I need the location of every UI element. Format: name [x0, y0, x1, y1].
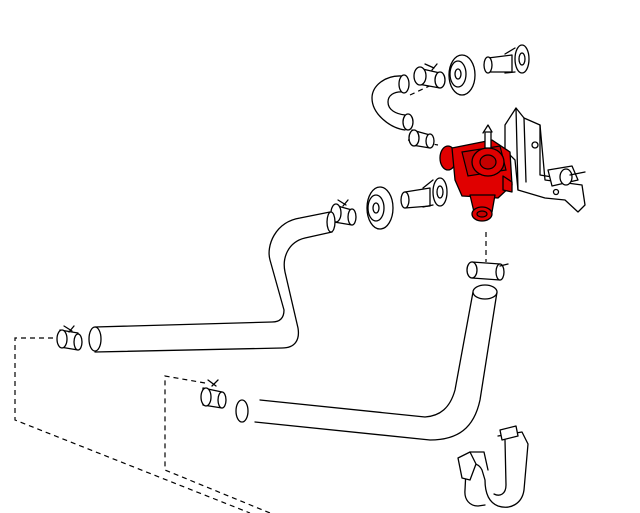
- lower-hose: [235, 284, 498, 441]
- hose-clamp-upper: [413, 63, 446, 89]
- hose-clamp-bottom: [200, 379, 227, 409]
- grommet-mid: [366, 186, 394, 230]
- hose-clamp-mid: [408, 129, 435, 149]
- mounting-bracket: [504, 107, 586, 213]
- grommet-upper: [448, 54, 476, 96]
- hose-fitting-upper: [483, 44, 530, 74]
- hose-clamp-lower: [466, 261, 509, 281]
- hose-fitting-mid: [400, 177, 448, 209]
- leader-lines: [14, 81, 487, 513]
- valve-assembly: [439, 124, 513, 222]
- hose-clamp-far-left: [56, 325, 83, 351]
- long-hose: [88, 211, 336, 353]
- support-clip: [457, 425, 529, 508]
- upper-hose-loop: [371, 74, 414, 131]
